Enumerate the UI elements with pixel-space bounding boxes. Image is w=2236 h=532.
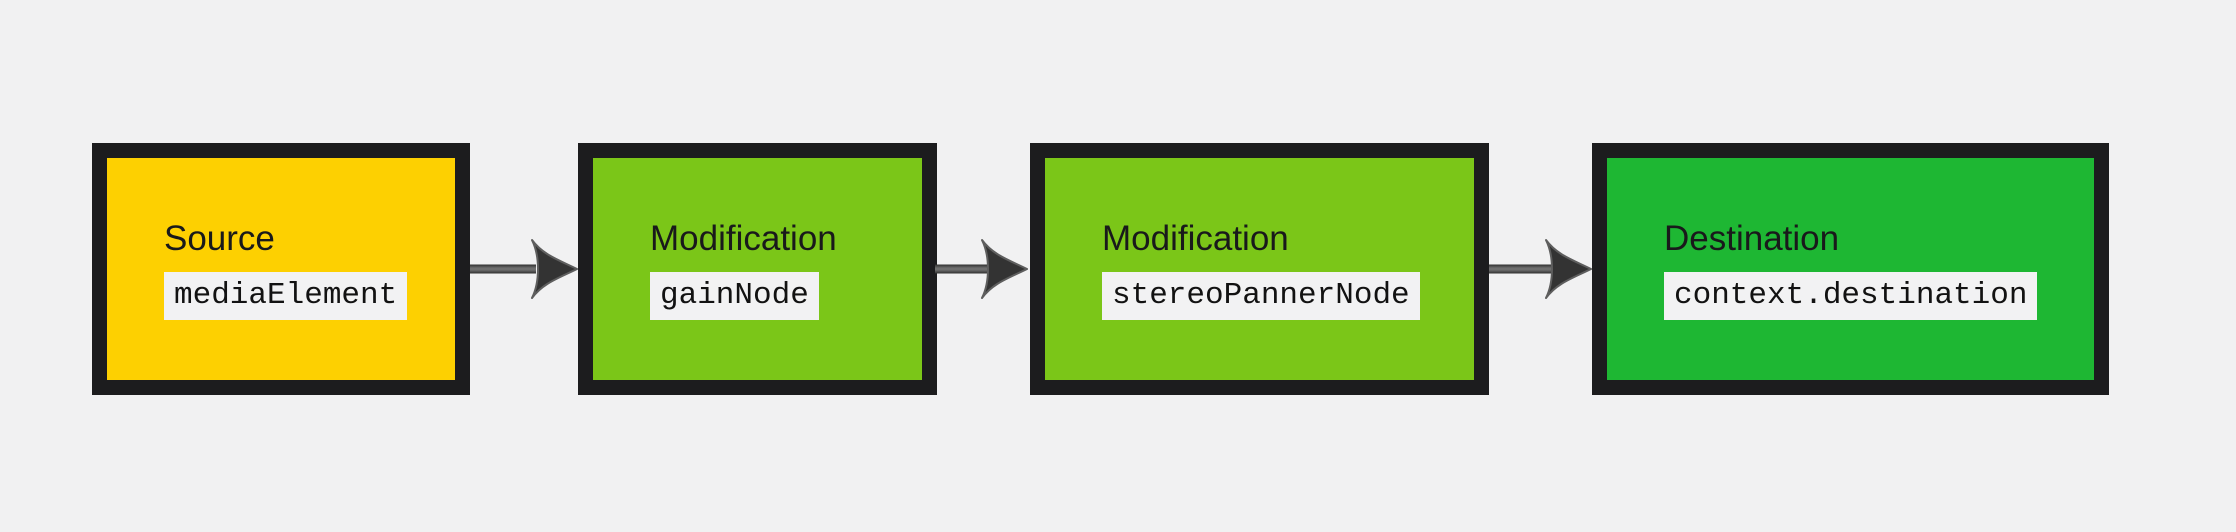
node-source: Source mediaElement xyxy=(92,143,470,395)
node-code-label: gainNode xyxy=(650,272,819,320)
node-code-label: stereoPannerNode xyxy=(1102,272,1420,320)
node-modification-gain: Modification gainNode xyxy=(578,143,937,395)
node-title: Destination xyxy=(1664,219,1840,258)
node-title: Modification xyxy=(650,219,837,258)
node-code-label: context.destination xyxy=(1664,272,2038,320)
arrow-icon xyxy=(1489,239,1592,299)
arrow-icon xyxy=(470,239,578,299)
arrow-icon xyxy=(935,239,1028,299)
node-destination: Destination context.destination xyxy=(1592,143,2109,395)
node-modification-panner: Modification stereoPannerNode xyxy=(1030,143,1489,395)
node-code-label: mediaElement xyxy=(164,272,408,320)
node-title: Source xyxy=(164,219,275,258)
node-title: Modification xyxy=(1102,219,1289,258)
